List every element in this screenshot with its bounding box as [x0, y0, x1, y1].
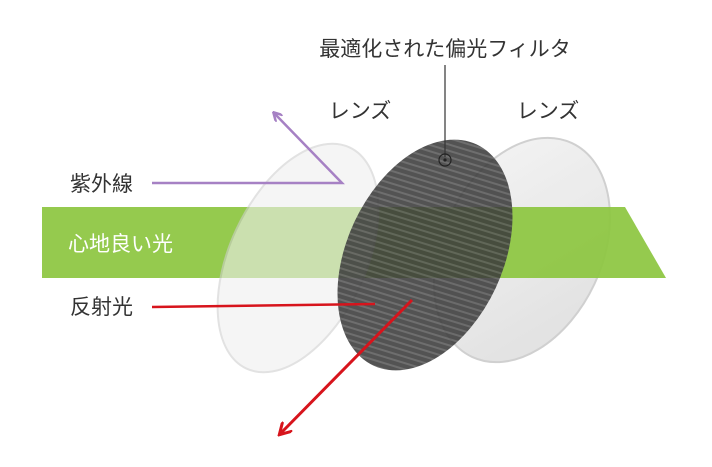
filter-pointer-dot	[443, 158, 447, 162]
reflected-arrow	[280, 298, 414, 434]
uv-arrow	[152, 113, 345, 185]
uv-label: 紫外線	[70, 172, 133, 196]
lens-left-label: レンズ	[329, 99, 392, 123]
reflected-incoming-line	[151, 302, 376, 309]
polarizing-filter	[337, 139, 513, 371]
filter-label: 最適化された偏光フィルタ	[319, 37, 571, 61]
lens-right-label: レンズ	[517, 99, 580, 123]
comfortable-light-label: 心地良い光	[68, 232, 173, 256]
filter-pointer-icon	[438, 153, 452, 167]
reflected-light-label: 反射光	[70, 295, 133, 319]
